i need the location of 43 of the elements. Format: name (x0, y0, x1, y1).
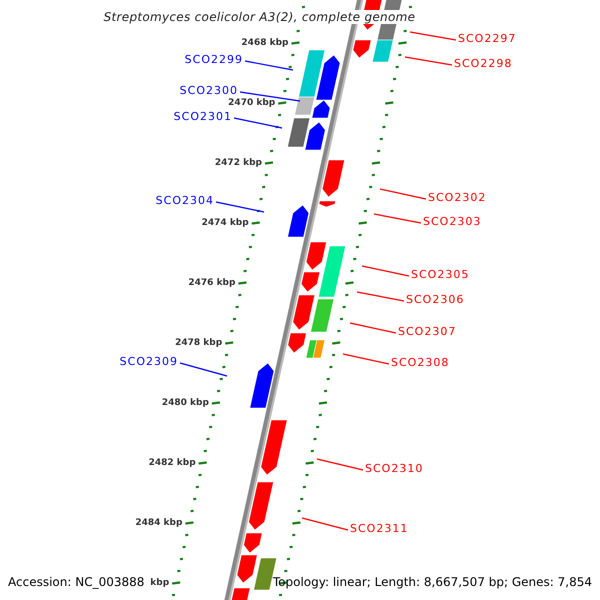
leader-line (380, 188, 426, 200)
gene-label: SCO2300 (180, 84, 238, 96)
leader-line (244, 60, 294, 71)
gene-label: SCO2299 (184, 54, 243, 64)
leader-line (374, 213, 422, 224)
scale-label: 2476 kbp (188, 278, 236, 288)
scale-label: 2468 kbp (241, 38, 288, 48)
scale-label: 2470 kbp (228, 98, 276, 108)
leader-line (410, 31, 456, 41)
leader-line (216, 201, 264, 213)
leader-line (316, 458, 364, 471)
gene-label: SCO2304 (156, 194, 214, 206)
gene-label: SCO2301 (174, 110, 232, 122)
leader-line (356, 291, 404, 302)
genome-info-text: Topology: linear; Length: 8,667,507 bp; Genes: 7,854 (272, 576, 592, 588)
gene-label: SCO2298 (454, 58, 512, 68)
leader-line (404, 56, 452, 66)
scale-label: 2482 kbp (148, 458, 196, 468)
gene-label: SCO2309 (120, 356, 178, 366)
scale-label: kbp (150, 578, 170, 588)
gene-label: SCO2308 (391, 356, 450, 368)
scale-label: 2474 kbp (202, 218, 249, 228)
leader-line (342, 353, 390, 365)
scale-label: 2484 kbp (135, 518, 182, 528)
scale-label: 2472 kbp (214, 158, 262, 168)
map-title: Streptomyces coelicolor A3(2), complete genome (102, 10, 418, 24)
leader-line (234, 117, 282, 129)
leader-line (302, 517, 348, 531)
gene-label: SCO2302 (428, 192, 486, 202)
gene-label: SCO2305 (411, 268, 470, 280)
scale-label: 2480 kbp (162, 398, 209, 408)
gene-label: SCO2303 (423, 216, 482, 226)
leader-line (350, 322, 396, 334)
scale-label: 2478 kbp (175, 338, 222, 348)
gene-label: SCO2307 (398, 326, 456, 336)
leader-line (180, 362, 228, 377)
gene-label: SCO2297 (458, 32, 516, 44)
gene-label: SCO2310 (365, 462, 424, 474)
accession-text: Accession: NC_003888 (8, 576, 144, 588)
gene-label: SCO2311 (350, 522, 408, 534)
gene-label: SCO2306 (406, 294, 464, 304)
leader-line (362, 265, 410, 277)
leader-line (240, 91, 300, 102)
